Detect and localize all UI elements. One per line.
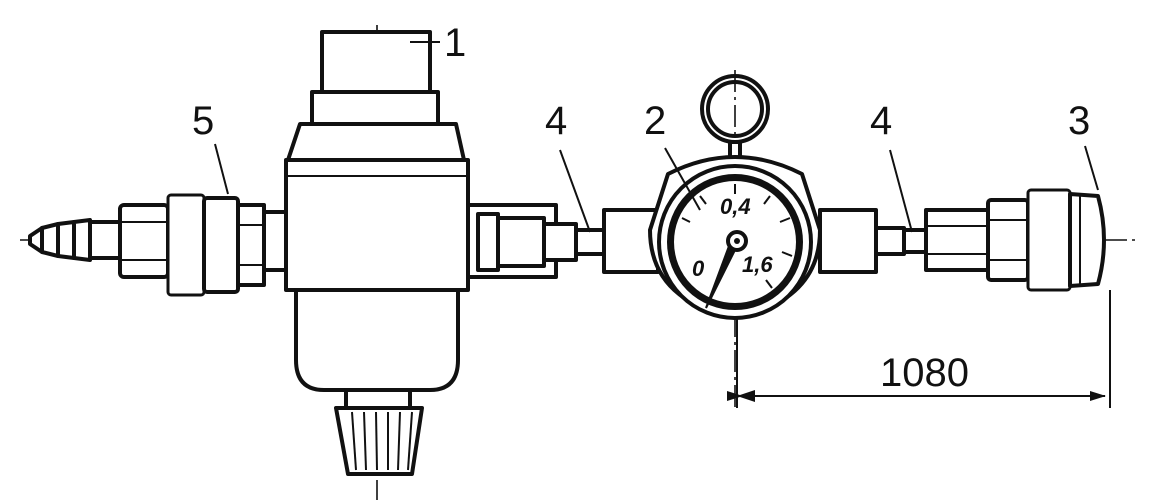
hose-barb — [28, 218, 122, 262]
filter-regulator — [284, 30, 470, 476]
dimension-1080: 1080 — [727, 290, 1111, 408]
callout-4-left: 4 — [545, 99, 567, 143]
gauge-scale-zero: 0 — [692, 256, 705, 281]
callout-5: 5 — [192, 99, 214, 143]
callout-2: 2 — [644, 99, 666, 143]
regulator-outlet-fitting — [466, 203, 578, 279]
leader-lines — [214, 41, 1099, 233]
nipple-right — [874, 226, 906, 256]
gauge-scale-mid: 0,4 — [720, 194, 751, 219]
callout-1: 1 — [444, 21, 466, 65]
gauge-scale-ticks — [681, 184, 793, 289]
quick-coupling-left — [118, 193, 288, 297]
dimension-value: 1080 — [880, 351, 969, 395]
nipple-left — [574, 228, 606, 256]
callout-4-right: 4 — [870, 99, 892, 143]
right-hex-fitting — [902, 208, 990, 272]
callout-3: 3 — [1068, 99, 1090, 143]
gauge-scale-max: 1,6 — [742, 252, 773, 277]
gauge-connector-right — [818, 208, 878, 274]
quick-coupling-right — [986, 188, 1106, 292]
